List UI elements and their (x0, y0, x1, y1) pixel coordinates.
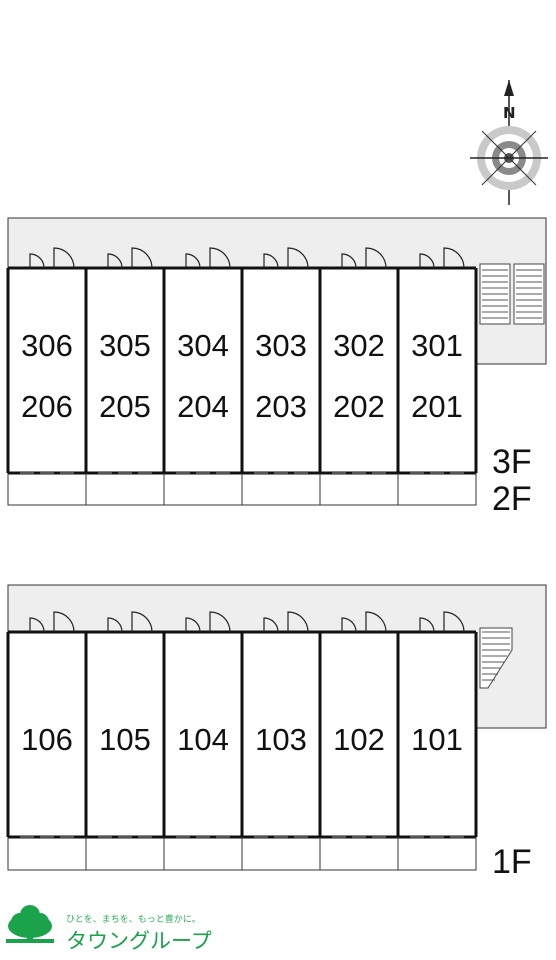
door-symbols (29, 247, 465, 269)
unit-number: 203 (255, 389, 307, 424)
balcony-dividers (7, 836, 477, 870)
unit-number: 104 (177, 722, 229, 757)
unit-number: 102 (333, 722, 385, 757)
door-icon (185, 611, 231, 633)
unit-number: 301 (411, 328, 463, 363)
unit-walls (6, 268, 478, 473)
door-icon (29, 611, 75, 633)
door-icon (419, 247, 465, 269)
unit-number: 205 (99, 389, 151, 424)
floor-label-3f: 3F (492, 443, 532, 481)
unit-number: 106 (21, 722, 73, 757)
unit-number: 101 (411, 722, 463, 757)
unit-number: 306 (21, 328, 73, 363)
company-logo: ひとを、まちを、もっと豊かに。 タウングループ (6, 905, 212, 953)
lower-building: 106 105 104 103 102 101 1F (6, 584, 547, 881)
door-icon (263, 247, 309, 269)
stairs-icon (479, 627, 513, 689)
unit-number: 204 (177, 389, 229, 424)
door-icon (107, 611, 153, 633)
unit-number: 302 (333, 328, 385, 363)
door-icon (185, 247, 231, 269)
balcony-dividers (7, 472, 477, 505)
unit-number: 202 (333, 389, 385, 424)
stairs-icon (479, 263, 545, 325)
unit-number: 305 (99, 328, 151, 363)
compass-icon: N (470, 80, 548, 205)
unit-number: 303 (255, 328, 307, 363)
unit-number: 304 (177, 328, 229, 363)
unit-number: 201 (411, 389, 463, 424)
door-icon (419, 611, 465, 633)
door-icon (107, 247, 153, 269)
floor-label-2f: 2F (492, 480, 532, 518)
unit-number: 103 (255, 722, 307, 757)
logo-name: タウングループ (66, 929, 212, 953)
door-icon (341, 611, 387, 633)
north-label: N (503, 104, 516, 122)
unit-number: 105 (99, 722, 151, 757)
door-icon (263, 611, 309, 633)
logo-tagline: ひとを、まちを、もっと豊かに。 (66, 913, 201, 925)
door-symbols (29, 611, 465, 633)
floor-label-1f: 1F (492, 843, 532, 881)
door-icon (29, 247, 75, 269)
door-icon (341, 247, 387, 269)
tree-logo-icon (6, 905, 54, 943)
unit-number: 206 (21, 389, 73, 424)
unit-walls (6, 632, 478, 837)
